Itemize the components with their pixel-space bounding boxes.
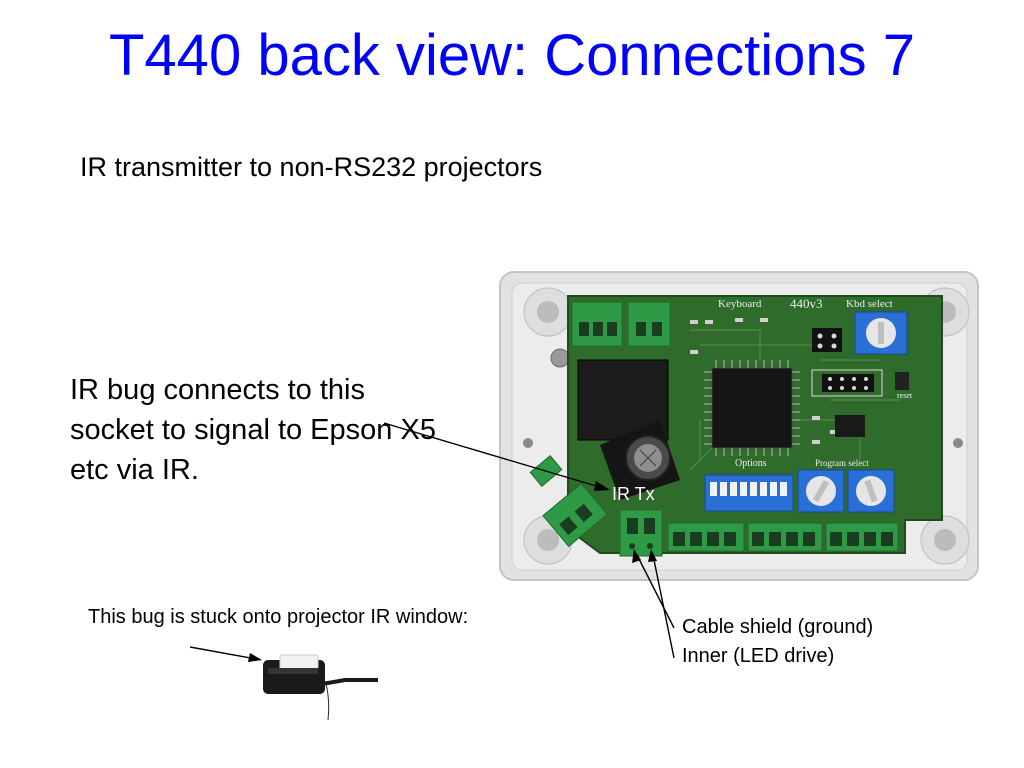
- pcb-reset-label: reset: [897, 391, 913, 400]
- microcontroller-chip: [704, 360, 800, 456]
- pcb-program-select-label: Program select: [815, 458, 869, 468]
- ir-tx-socket: [619, 509, 663, 557]
- capacitor: [625, 435, 671, 481]
- header-pins-mid: [811, 369, 883, 397]
- pcb-model-label: 440v3: [790, 296, 823, 311]
- pcb-kbd-select-label: Kbd select: [846, 298, 893, 310]
- header-pins-top: [812, 328, 842, 352]
- ir-tx-label: IR Tx: [612, 484, 655, 504]
- bug-note: This bug is stuck onto projector IR wind…: [88, 606, 469, 628]
- terminal-strip-bottom-2: [747, 522, 823, 552]
- reset-button: [895, 372, 909, 390]
- terminal-block-angled-left: [542, 482, 608, 548]
- rotary-switch-program-2: [847, 469, 895, 513]
- cable-shield-label: Cable shield (ground): [682, 616, 874, 638]
- terminal-strip-bottom-3: [825, 522, 899, 552]
- inner-led-drive-label: Inner (LED drive): [682, 645, 835, 667]
- socket-callout: IR bug connects to this socket to signal…: [70, 374, 436, 486]
- arrow-head-socket: [594, 481, 610, 491]
- arrow-head-bug: [248, 653, 262, 662]
- terminal-block-top-right: [627, 301, 671, 347]
- ir-bug-image: [263, 654, 378, 721]
- terminal-block-top-left: [571, 301, 623, 347]
- dip-switch-options: [704, 474, 794, 512]
- slide-title: T440 back view: Connections 7: [109, 23, 915, 88]
- terminal-strip-bottom-1: [667, 522, 745, 552]
- slide-subtitle: IR transmitter to non-RS232 projectors: [80, 152, 543, 182]
- rotary-switch-program-1: [797, 469, 845, 513]
- annotation-lines: [189, 422, 675, 660]
- pcb-options-label: Options: [735, 458, 767, 469]
- rotary-switch-kbd: [854, 311, 908, 355]
- pcb-keyboard-label: Keyboard: [718, 298, 762, 310]
